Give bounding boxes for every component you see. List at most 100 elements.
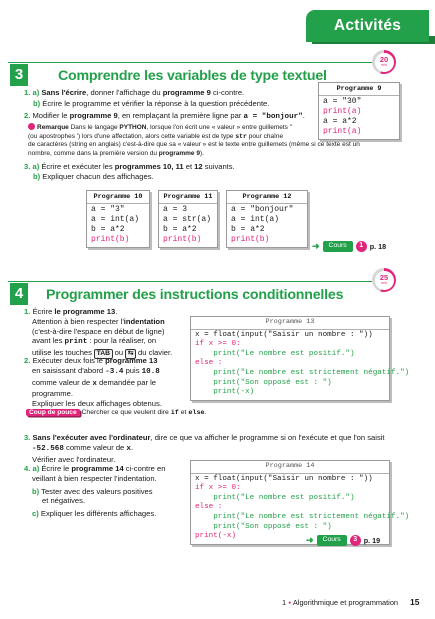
text: , lorsque l'on écrit une « valeur » entr… [146, 124, 293, 131]
text: . [302, 111, 305, 120]
code-line: else : [195, 503, 223, 512]
cours-link[interactable]: ➜ Cours 3 p. 19 [306, 535, 380, 547]
text: Écrire [32, 307, 55, 316]
text: Écrire le programme et vérifier la répon… [42, 99, 270, 108]
code-line: else : [195, 359, 223, 368]
inline-code: x [92, 379, 97, 388]
inline-code: 10.8 [141, 367, 160, 376]
footer-chapter: 1 ● Algorithmique et programmation [282, 598, 398, 607]
inline-code: x [126, 444, 131, 453]
program-ref: 12 [194, 162, 203, 171]
question-letter: c) [32, 509, 39, 519]
programme-9-box: Programme 9 a = "30" print(a) a = a*2 pr… [318, 82, 400, 140]
programme-title: Programme 12 [227, 191, 307, 204]
s4-question-1: 1. Écrire le programme 13. Attention à b… [24, 307, 184, 360]
programme-title: Programme 11 [159, 191, 217, 204]
section-number: 4 [10, 283, 28, 305]
tab-arrows-key-icon: ⇆ [125, 349, 136, 360]
text: ci-contre en [123, 464, 166, 473]
section-number: 3 [10, 64, 28, 86]
text: de caractères (string en anglais) c'est-… [28, 141, 360, 149]
question-number: 1. [24, 307, 31, 316]
text: suivants. [202, 162, 235, 171]
text: Tester avec des valeurs positives [41, 486, 153, 496]
text: , donner l'affichage du [86, 88, 163, 97]
question-number: 1. [24, 88, 31, 97]
s4-question-4: 4. a) Écrire le programme 14 ci-contre e… [24, 464, 194, 519]
program-ref: programme 9 [162, 88, 211, 97]
programme-13-box: Programme 13 x = float(input("Saisir un … [190, 316, 410, 401]
code-line: print("Son opposé est : ") [195, 522, 332, 531]
question-letter: b) [33, 99, 41, 108]
section-rule [8, 281, 372, 283]
cours-number: 1 [355, 241, 367, 253]
text: demandée par le [96, 377, 157, 387]
question-letter: a) [32, 464, 40, 473]
code-line: a = str(a) [163, 215, 212, 224]
inline-code: print [64, 338, 88, 347]
remarque-block: Remarque Dans le langage PYTHON, lorsque… [28, 123, 360, 158]
program-ref: programmes 10, 11 [114, 162, 184, 171]
text: (c'est-à-dire l'espace en début de ligne… [32, 326, 165, 336]
text: puis [123, 365, 142, 375]
code-line: print(-x) [195, 388, 255, 397]
remark-label: Remarque [37, 124, 69, 131]
code-line: print("Le nombre est strictement négatif… [195, 512, 410, 521]
code-line: print(a) [323, 107, 362, 116]
text: Dans le langage [70, 124, 120, 131]
programme-11-box: Programme 11 a = 3 a = str(a) b = a*2 pr… [158, 190, 218, 248]
section-title: Comprendre les variables de type textuel [58, 68, 327, 84]
emphasis: Sans l'écrire [41, 88, 87, 97]
code-line: if x >= 0: [195, 484, 241, 493]
tab-key-icon: TAB [94, 349, 113, 360]
text: , dire ce que va afficher le programme s… [150, 433, 385, 442]
text: programme. [32, 389, 73, 399]
footer-separator: ● [288, 600, 292, 606]
cours-link[interactable]: ➜ Cours 1 p. 18 [312, 241, 386, 253]
emphasis: indentation [123, 316, 165, 326]
text: . [130, 442, 134, 452]
text: : pour la réaliser, on [87, 336, 157, 346]
code-line: print(b) [163, 235, 202, 244]
question-number: 2. [24, 111, 31, 120]
chapter-title: Algorithmique et programmation [292, 598, 399, 607]
text: Vérifier avec l'ordinateur. [32, 454, 116, 464]
code-line: b = a*2 [163, 225, 197, 234]
text: et [178, 409, 189, 416]
programme-10-box: Programme 10 a = "3" a = int(a) b = a*2 … [86, 190, 150, 248]
text: du clavier. [135, 348, 173, 358]
cours-page: p. 18 [369, 242, 387, 252]
question-3b: b) Expliquer chacun des affichages. [33, 172, 318, 182]
code-line: x = float(input("Saisir un nombre : ")) [195, 330, 373, 339]
inline-code: str [235, 132, 247, 140]
code-line: a = "30" [323, 97, 362, 106]
question-1: 1. a) Sans l'écrire, donner l'affichage … [24, 88, 316, 98]
timer-unit: min [381, 62, 387, 67]
text: Écrire et exécuter les [41, 162, 115, 171]
code-line: if x >= 0: [195, 340, 241, 349]
code-line: x = float(input("Saisir un nombre : ")) [195, 474, 373, 483]
code-line: print("Son opposé est : ") [195, 378, 332, 387]
programme-14-box: Programme 14 x = float(input("Saisir un … [190, 460, 410, 545]
text: ci-contre. [210, 88, 245, 97]
code-line: a = int(a) [231, 215, 280, 224]
code-line: print("Le nombre est positif.") [195, 349, 355, 358]
text: (ou apostrophes ') lors d'une affectatio… [28, 132, 234, 140]
cours-label: Cours [316, 535, 347, 547]
text: pour chaîne [246, 132, 284, 140]
question-number: 3. [24, 433, 31, 442]
code-line: print(a) [323, 127, 362, 136]
inline-code: else [188, 409, 205, 417]
text: . [204, 409, 207, 416]
text: utilise les touches [32, 348, 95, 358]
timer-value: 20 [379, 55, 389, 65]
page-number: 15 [410, 597, 420, 607]
program-ref: programme 13 [105, 356, 158, 365]
question-letter: a) [32, 88, 40, 97]
question-number: 2. [24, 356, 31, 365]
text: Expliquer les différents affichages. [40, 509, 157, 519]
text: en saisissant d'abord [32, 365, 106, 375]
code-line: print("Le nombre est strictement négatif… [195, 368, 410, 377]
code-line: print(b) [91, 235, 130, 244]
